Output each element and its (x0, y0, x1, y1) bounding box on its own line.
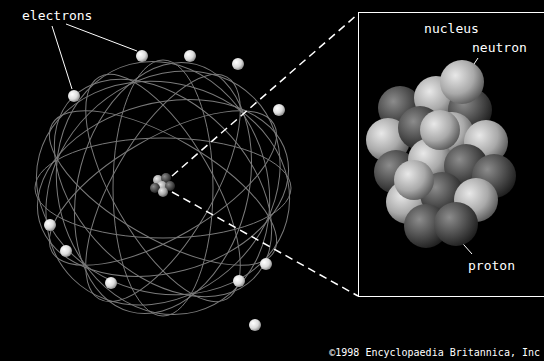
copyright-note: ©1998 Encyclopaedia Britannica, Inc (329, 346, 540, 359)
zoom-lines (172, 14, 358, 296)
electron-orbits (0, 23, 328, 353)
part-label: neutron (472, 40, 527, 55)
electrons (44, 50, 285, 331)
leader-lines (52, 24, 478, 254)
part-label: proton (468, 258, 515, 273)
small-nucleus (150, 173, 175, 197)
inset-title: nucleus (359, 21, 544, 36)
part-label: electrons (22, 8, 92, 23)
nucleus-closeup (366, 60, 516, 248)
